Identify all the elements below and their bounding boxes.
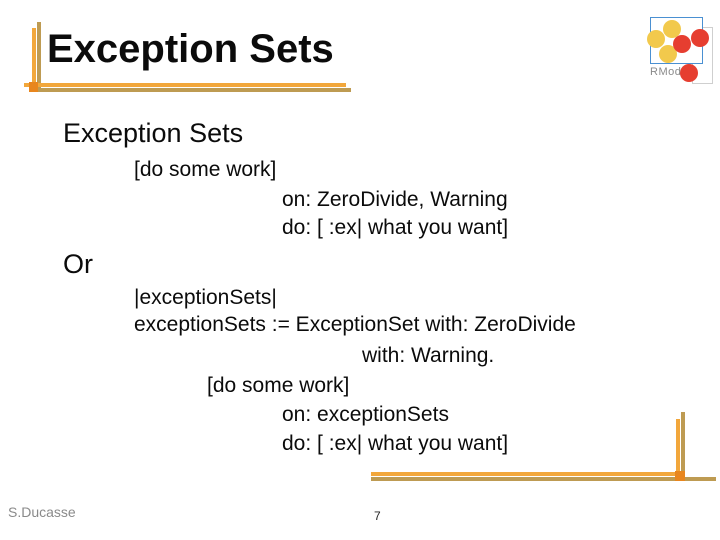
code-line-assignment: exceptionSets := ExceptionSet with: Zero… xyxy=(134,313,576,336)
logo-yellow-dot-icon xyxy=(647,30,665,48)
code-line-do-block-2: do: [ :ex| what you want] xyxy=(282,432,509,455)
code-line-do-block: do: [ :ex| what you want] xyxy=(282,216,509,239)
code-line-do-some-work: [do some work] xyxy=(134,158,277,181)
title-decor-cross-square xyxy=(29,82,38,92)
logo-yellow-dot-icon xyxy=(663,20,681,38)
page-number: 7 xyxy=(374,509,381,523)
footer-author: S.Ducasse xyxy=(8,504,76,520)
title-decor-hline-orange xyxy=(24,83,346,87)
title-decor-hline-tan xyxy=(37,88,351,92)
title-decor-vline-tan xyxy=(37,22,41,91)
logo-red-dot-icon xyxy=(673,35,691,53)
code-line-on-zerodivide: on: ZeroDivide, Warning xyxy=(282,188,508,211)
logo-label: RMod xyxy=(650,66,682,78)
bottom-decor-vline-tan xyxy=(681,412,685,481)
rmod-logo: RMod xyxy=(646,12,718,90)
bottom-decor-hline-tan xyxy=(371,477,716,481)
bottom-decor-vline-orange xyxy=(676,419,680,477)
code-line-with-warning: with: Warning. xyxy=(362,344,495,367)
slide-title: Exception Sets xyxy=(47,27,334,71)
logo-red-dot-icon xyxy=(680,64,698,82)
or-label: Or xyxy=(63,249,93,279)
code-line-do-some-work-2: [do some work] xyxy=(207,374,350,397)
bottom-decor-hline-orange xyxy=(371,472,679,476)
bottom-decor-cross-square xyxy=(675,471,685,481)
title-decor-vline-orange xyxy=(32,28,36,87)
logo-yellow-dot-icon xyxy=(659,45,677,63)
code-line-temp-decl: |exceptionSets| xyxy=(134,286,277,309)
code-line-on-exceptionsets: on: exceptionSets xyxy=(282,403,449,426)
body-heading: Exception Sets xyxy=(63,118,244,148)
logo-red-dot-icon xyxy=(691,29,709,47)
